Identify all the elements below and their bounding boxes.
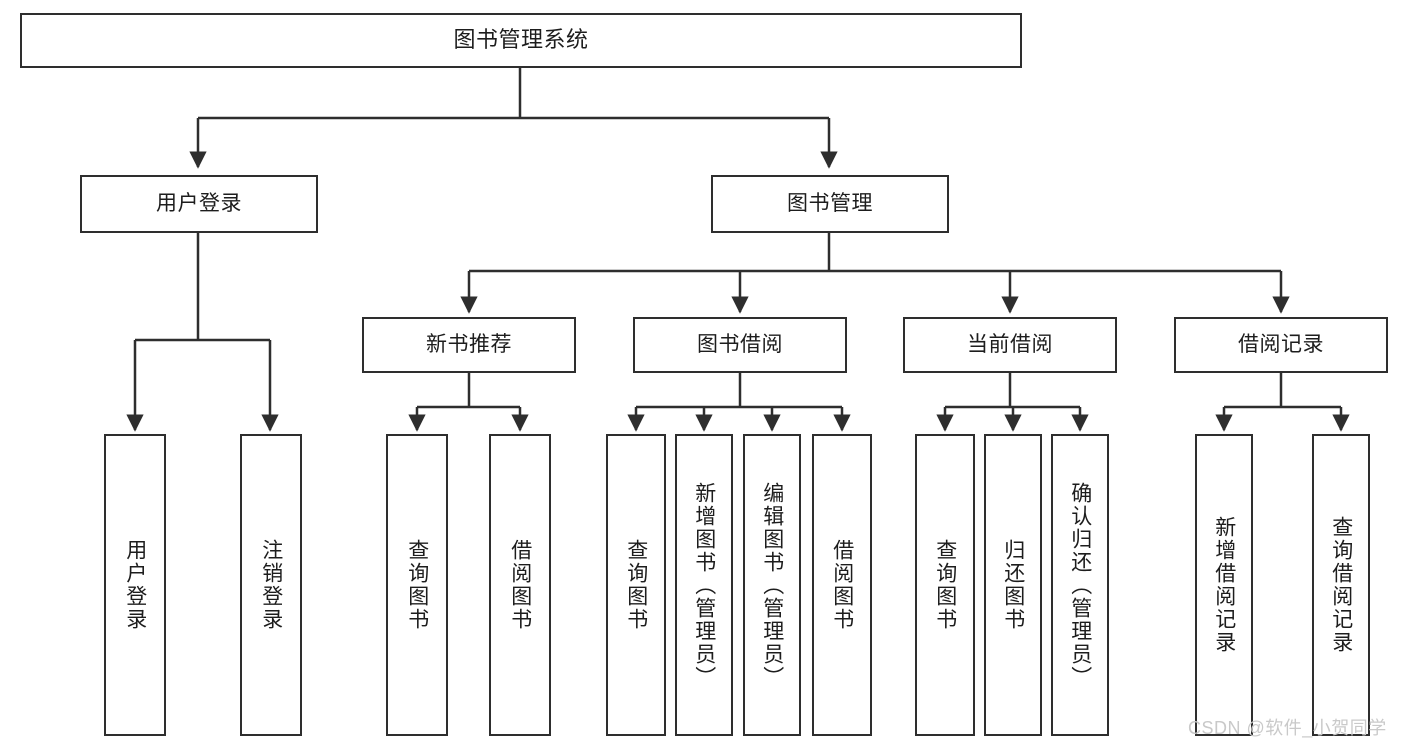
- node-borrow-record[interactable]: 借阅记录: [1174, 317, 1388, 373]
- node-label: 借阅图书: [830, 539, 854, 631]
- node-label: 当前借阅: [967, 333, 1053, 357]
- node-label: 用户登录: [156, 192, 242, 216]
- node-label: 查询借阅记录: [1329, 516, 1353, 654]
- node-leaf-bookborrow-edit-book[interactable]: 编辑图书（管理员）: [743, 434, 801, 736]
- node-leaf-currentborrow-return-book[interactable]: 归还图书: [984, 434, 1042, 736]
- node-leaf-bookborrow-add-book[interactable]: 新增图书（管理员）: [675, 434, 733, 736]
- node-label: 新增图书（管理员）: [692, 481, 716, 689]
- node-leaf-borrowrecord-query-record[interactable]: 查询借阅记录: [1312, 434, 1370, 736]
- node-label: 查询图书: [624, 539, 648, 631]
- node-label: 确认归还（管理员）: [1068, 481, 1092, 689]
- node-leaf-newbook-borrow-book[interactable]: 借阅图书: [489, 434, 551, 736]
- node-label: 用户登录: [123, 539, 147, 631]
- node-book-management-system[interactable]: 图书管理系统: [20, 13, 1022, 68]
- node-label: 借阅图书: [508, 539, 532, 631]
- node-new-book-recommend[interactable]: 新书推荐: [362, 317, 576, 373]
- node-label: 新书推荐: [426, 333, 512, 357]
- node-leaf-borrowrecord-add-record[interactable]: 新增借阅记录: [1195, 434, 1253, 736]
- node-label: 图书管理: [787, 192, 873, 216]
- node-leaf-currentborrow-confirm-return[interactable]: 确认归还（管理员）: [1051, 434, 1109, 736]
- node-leaf-newbook-query-book[interactable]: 查询图书: [386, 434, 448, 736]
- node-leaf-bookborrow-query-book[interactable]: 查询图书: [606, 434, 666, 736]
- node-label: 注销登录: [259, 539, 283, 631]
- node-label: 新增借阅记录: [1212, 516, 1236, 654]
- node-label: 查询图书: [405, 539, 429, 631]
- node-label: 查询图书: [933, 539, 957, 631]
- node-leaf-user-login-login[interactable]: 用户登录: [104, 434, 166, 736]
- node-label: 编辑图书（管理员）: [760, 481, 784, 689]
- node-leaf-bookborrow-borrow-book[interactable]: 借阅图书: [812, 434, 872, 736]
- node-leaf-currentborrow-query-book[interactable]: 查询图书: [915, 434, 975, 736]
- node-label: 归还图书: [1001, 539, 1025, 631]
- node-label: 图书借阅: [697, 333, 783, 357]
- csdn-watermark: CSDN @软件_小贺同学: [1188, 718, 1387, 738]
- node-user-login[interactable]: 用户登录: [80, 175, 318, 233]
- node-leaf-user-login-logout[interactable]: 注销登录: [240, 434, 302, 736]
- node-label: 借阅记录: [1238, 333, 1324, 357]
- node-current-borrow[interactable]: 当前借阅: [903, 317, 1117, 373]
- node-book-borrow[interactable]: 图书借阅: [633, 317, 847, 373]
- node-book-management[interactable]: 图书管理: [711, 175, 949, 233]
- node-label: 图书管理系统: [453, 27, 589, 53]
